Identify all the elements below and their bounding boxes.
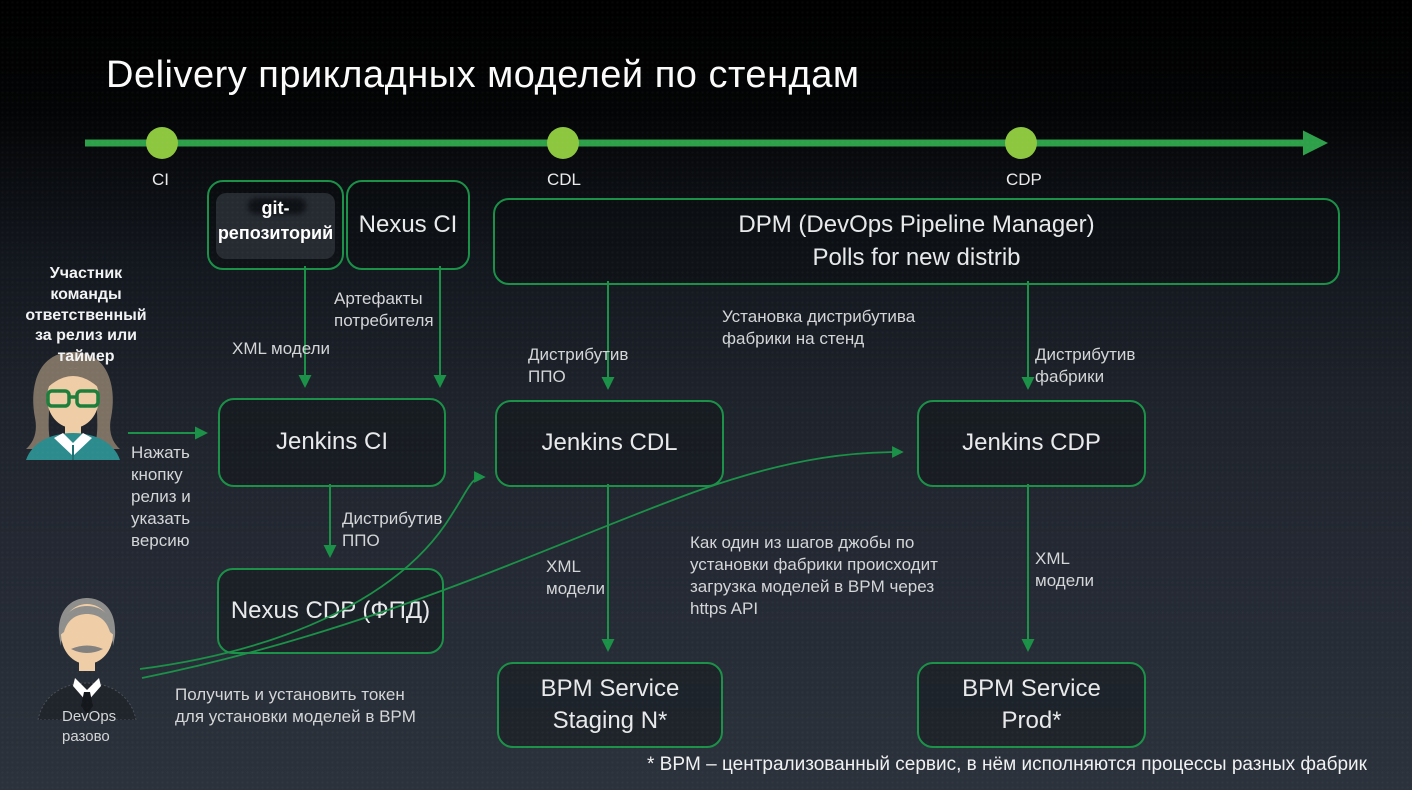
avatar-hairline xyxy=(59,606,115,636)
node-jenkins-ci-label: Jenkins CI xyxy=(275,428,389,456)
git-repo-panel: git-репозиторий xyxy=(216,193,335,259)
edge-label-distrib-ppo-dpm: Дистрибутив ППО xyxy=(528,345,629,387)
node-jenkins-ci: Jenkins CI xyxy=(218,398,446,487)
edge-label-install-factory-distrib: Установка дистрибутива фабрики на стенд xyxy=(722,307,916,349)
node-nexus-cdp-label: Nexus CDP (ФПД) xyxy=(230,596,431,624)
node-git-repository: git-репозиторий xyxy=(207,180,344,270)
node-jenkins-cdl-label: Jenkins CDL xyxy=(541,429,678,457)
avatar-fringe xyxy=(47,368,99,388)
node-dpm: DPM (DevOps Pipeline Manager) Polls for … xyxy=(493,198,1340,285)
avatar-collar xyxy=(73,678,101,702)
devops-avatar xyxy=(37,598,137,720)
node-nexus-ci-label: Nexus CI xyxy=(358,210,458,238)
node-dpm-line2: Polls for new distrib xyxy=(812,243,1021,271)
milestone-dot-cdp xyxy=(1005,127,1037,159)
avatar-glasses xyxy=(46,389,100,408)
edge-label-xml-models-git: XML модели xyxy=(232,339,331,358)
milestone-dot-ci xyxy=(146,127,178,159)
redacted-logo xyxy=(248,198,306,214)
avatar-neck xyxy=(65,422,81,436)
edge-label-xml-models-cdp: XML модели xyxy=(1035,549,1094,591)
edge-label-token-note: Получить и установить токен для установк… xyxy=(175,685,416,727)
edge-label-distrib-ppo-ci: Дистрибутив ППО xyxy=(342,509,443,551)
node-git-repository-label: git-репозиторий xyxy=(217,198,334,243)
node-nexus-ci: Nexus CI xyxy=(346,180,470,270)
node-bpm-prod-line1: BPM Service xyxy=(962,674,1101,702)
timeline-stage-label-ci: CI xyxy=(152,170,169,189)
node-dpm-line1: DPM (DevOps Pipeline Manager) xyxy=(738,211,1095,239)
timeline-stage-label-cdp: CDP xyxy=(1006,170,1042,189)
avatar-tie xyxy=(81,692,93,714)
node-nexus-cdp: Nexus CDP (ФПД) xyxy=(217,568,444,654)
edge-label-consumer-artifacts: Артефакты потребителя xyxy=(334,289,434,331)
release-manager-caption: Участник команды ответственный за релиз … xyxy=(25,265,147,366)
avatar-collar xyxy=(54,433,92,456)
node-bpm-staging-line2: Staging N* xyxy=(552,707,668,734)
devops-caption: DevOps разово xyxy=(62,708,117,746)
avatar-neck xyxy=(79,658,95,671)
milestone-dot-cdl xyxy=(547,127,579,159)
node-jenkins-cdp: Jenkins CDP xyxy=(917,400,1146,487)
footnote: * BPM – централизованный сервис, в нём и… xyxy=(647,754,1367,775)
node-bpm-staging-line1: BPM Service xyxy=(540,674,680,702)
node-bpm-service-prod: BPM Service Prod* xyxy=(917,662,1146,748)
timeline-arrow xyxy=(85,127,1329,159)
edge-label-distrib-factory: Дистрибутив фабрики xyxy=(1035,345,1136,387)
release-manager-avatar xyxy=(26,352,120,460)
node-jenkins-cdp-label: Jenkins CDP xyxy=(962,429,1101,457)
node-jenkins-cdl: Jenkins CDL xyxy=(495,400,724,487)
node-bpm-service-staging: BPM Service Staging N* xyxy=(497,662,723,748)
page-title: Delivery прикладных моделей по стендам xyxy=(106,54,860,96)
avatar-mustache xyxy=(71,645,103,653)
edge-label-bpm-upload-note: Как один из шагов джобы по установки фаб… xyxy=(690,533,938,619)
edge-label-press-release-button: Нажать кнопку релиз и указать версию xyxy=(131,443,191,551)
edge-label-xml-models-cdl: XML модели xyxy=(546,557,605,599)
timeline-stage-label-cdl: CDL xyxy=(547,170,582,189)
node-bpm-prod-line2: Prod* xyxy=(1001,707,1062,734)
